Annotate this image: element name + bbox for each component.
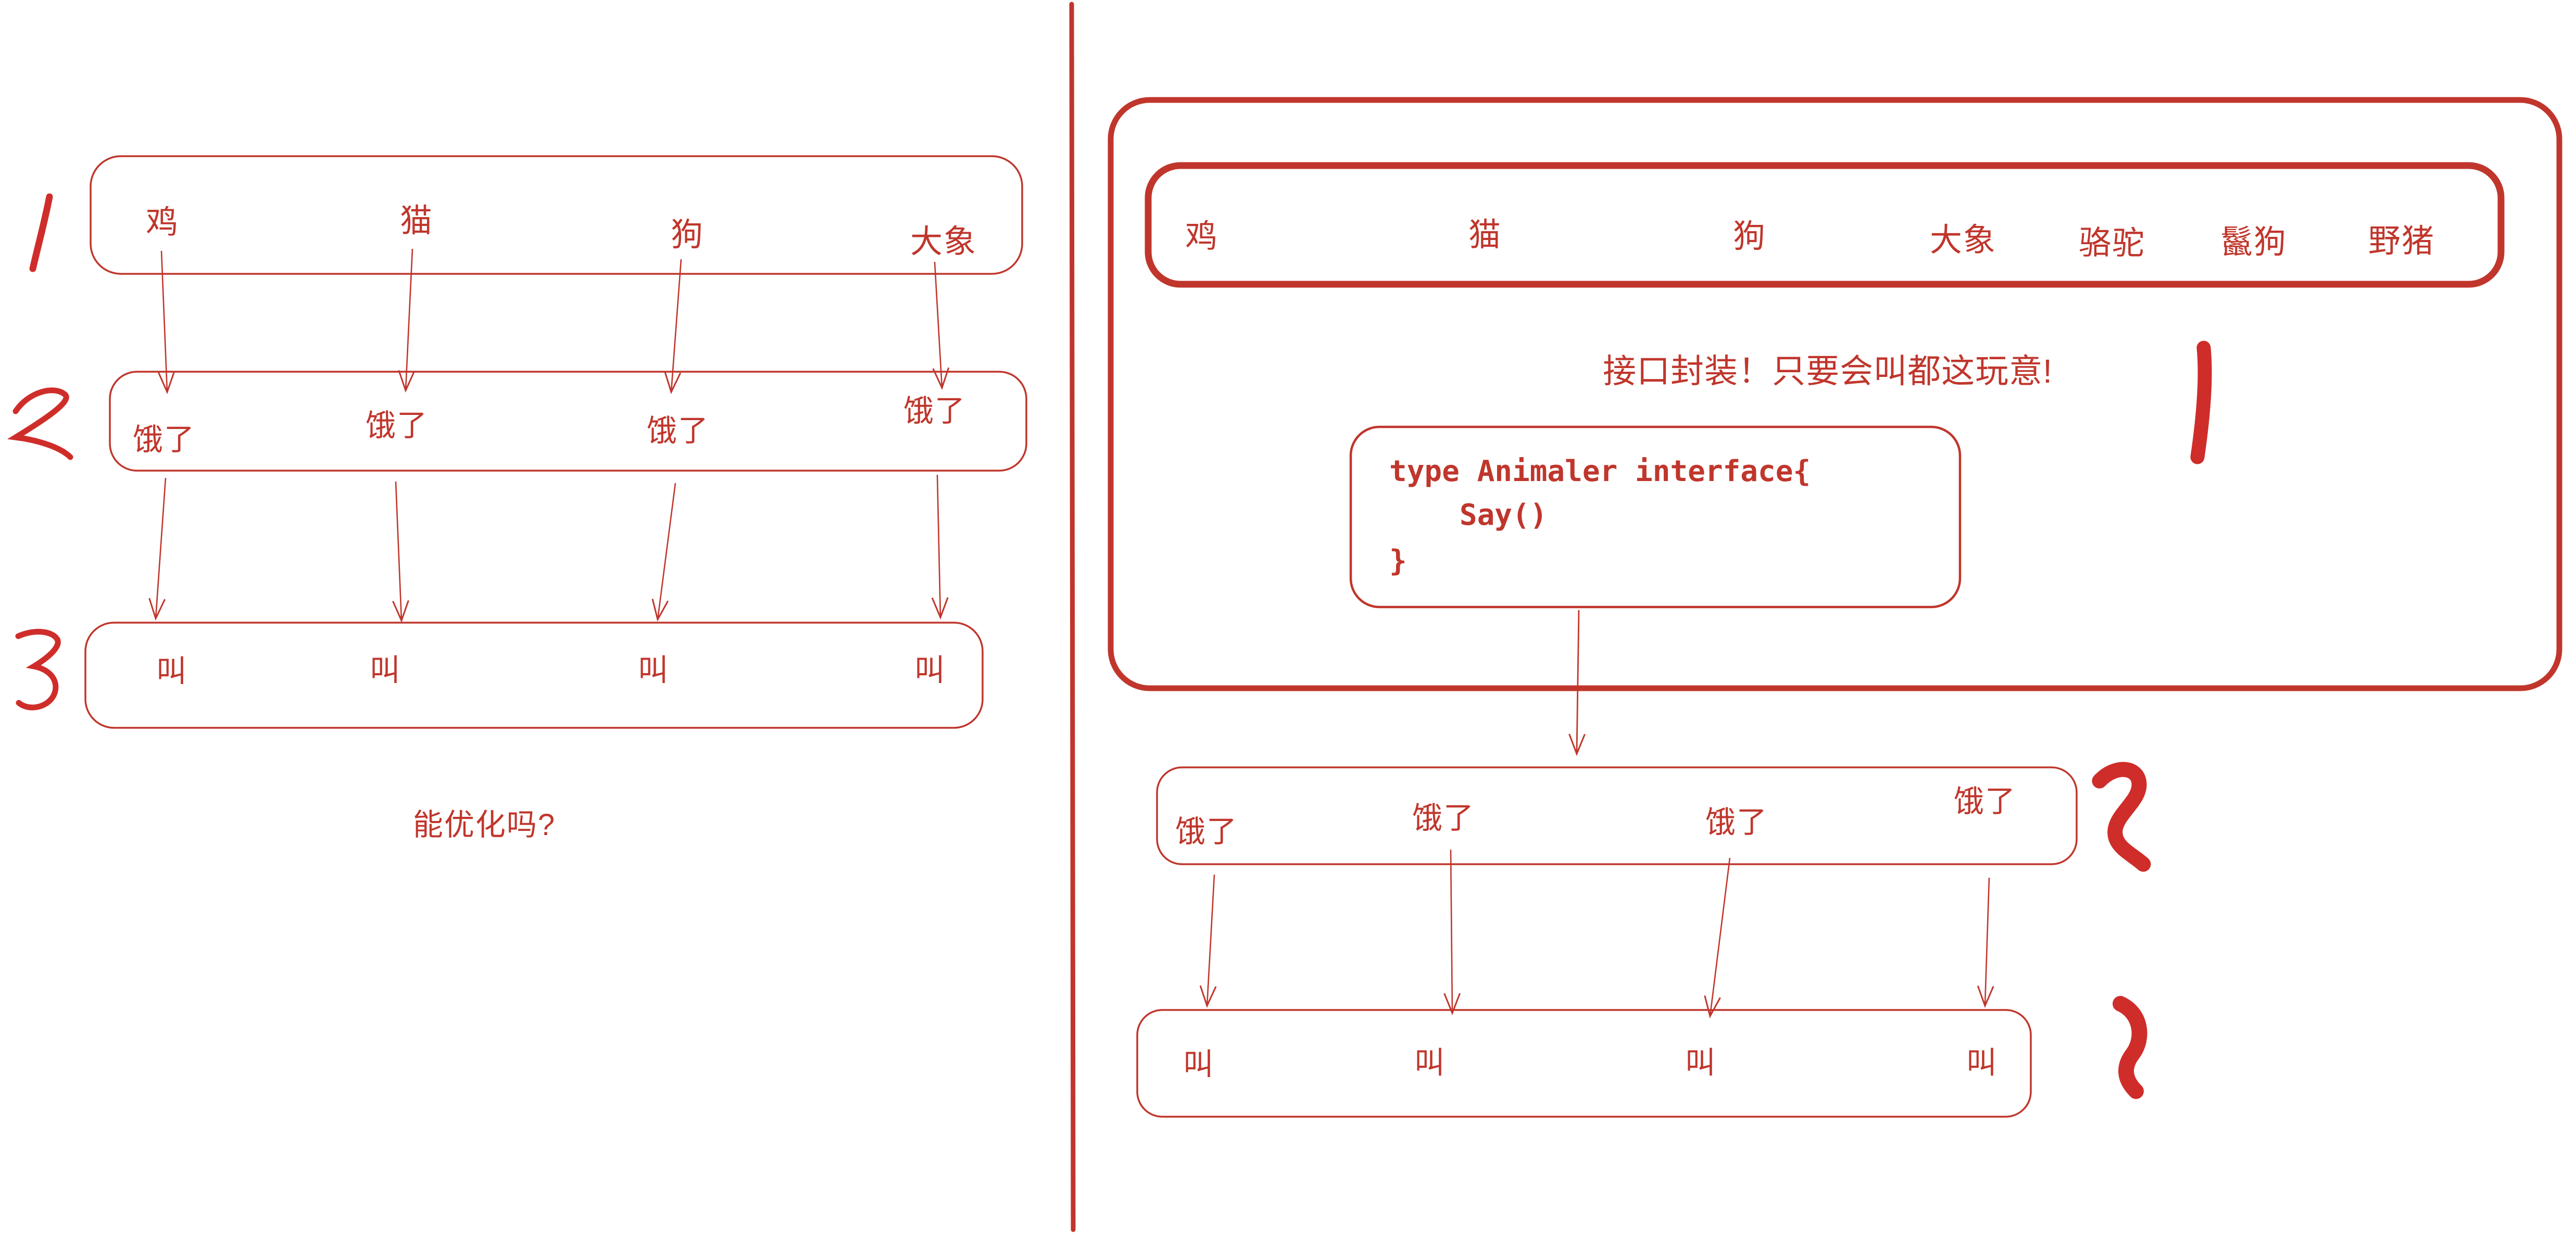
right-animals-box [1145, 162, 2505, 288]
handwritten-1-mark [2190, 340, 2212, 464]
arrow [658, 483, 676, 620]
panel-divider-line [1069, 2, 1076, 1232]
say-label: 叫 [1685, 1046, 1717, 1080]
arrow [1451, 849, 1452, 1013]
optimize-question-text: 能优化吗? [412, 808, 556, 842]
say-label: 叫 [1966, 1046, 1998, 1080]
hungry-label: 饿了 [132, 423, 196, 457]
arrow [1985, 877, 1989, 1006]
arrow [671, 259, 682, 392]
say-label: 叫 [1183, 1047, 1215, 1081]
right-interface-wrapper-box [1108, 97, 2562, 691]
left-hungry-box [109, 371, 1027, 472]
say-label: 叫 [369, 653, 401, 687]
hungry-label: 饿了 [1705, 805, 1768, 839]
handwritten-2-mark [7, 387, 73, 460]
arrow [1207, 874, 1214, 1006]
hungry-label: 饿了 [646, 414, 710, 448]
left-say-box [84, 622, 984, 729]
handwritten-1-mark [29, 193, 53, 272]
arrow [937, 474, 940, 617]
hungry-label: 饿了 [1412, 801, 1475, 835]
code-line-2: Say() [1389, 498, 1548, 532]
code-line-3: } [1389, 544, 1407, 578]
animal-label-elephant: 大象 [910, 224, 977, 260]
animal-label-elephant: 大象 [1929, 222, 1997, 258]
animal-label-hyena: 鬣狗 [2220, 224, 2288, 260]
handwritten-3-mark [15, 628, 61, 711]
hungry-label: 饿了 [903, 394, 966, 428]
arrow [1710, 857, 1731, 1016]
animal-label-dog: 狗 [670, 217, 705, 253]
animal-label-camel: 骆驼 [2078, 225, 2146, 261]
say-label: 叫 [637, 653, 670, 687]
animal-label-cat: 猫 [399, 203, 434, 239]
say-label: 叫 [1414, 1046, 1446, 1080]
arrow [161, 250, 167, 392]
interface-caption-text: 接口封装！只要会叫都这玩意! [1603, 352, 2053, 390]
right-hungry-box [1156, 766, 2078, 865]
animal-label-chicken: 鸡 [1185, 219, 1219, 255]
hungry-label: 饿了 [1175, 815, 1238, 849]
animal-label-boar: 野猪 [2368, 223, 2435, 259]
handwritten-2-mark [2092, 762, 2151, 872]
animal-label-dog: 狗 [1732, 219, 1767, 255]
hungry-label: 饿了 [1953, 785, 2017, 818]
say-label: 叫 [914, 653, 946, 687]
right-say-box [1136, 1009, 2032, 1118]
arrow [1577, 610, 1579, 754]
arrow [156, 477, 167, 618]
right-code-box [1349, 425, 1962, 609]
say-label: 叫 [156, 654, 188, 688]
animal-label-chicken: 鸡 [145, 205, 180, 241]
handwritten-3-mark [2113, 996, 2147, 1099]
animal-label-cat: 猫 [1468, 217, 1502, 253]
hungry-label: 饿了 [365, 409, 429, 443]
arrow [396, 481, 401, 621]
arrow [406, 248, 412, 390]
left-animals-box [90, 155, 1023, 275]
arrow [935, 261, 942, 388]
code-line-1: type Animaler interface{ [1389, 454, 1811, 488]
